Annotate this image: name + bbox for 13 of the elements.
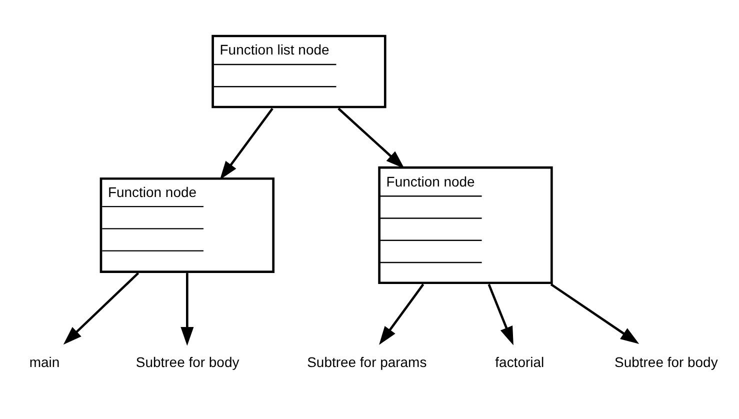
node-text: main [28,354,60,370]
node-text: Subtree for params [306,354,426,370]
node-text: factorial [494,354,544,370]
arrow [62,272,139,345]
node-text: Subtree for body [614,354,718,370]
arrow [550,283,639,344]
node-text: Subtree for body [135,354,239,370]
arrow [219,108,273,180]
arrow [378,284,424,345]
arrow [180,273,194,346]
node-box: Function node [99,177,274,273]
arrow [337,108,404,169]
arrow [487,284,513,346]
